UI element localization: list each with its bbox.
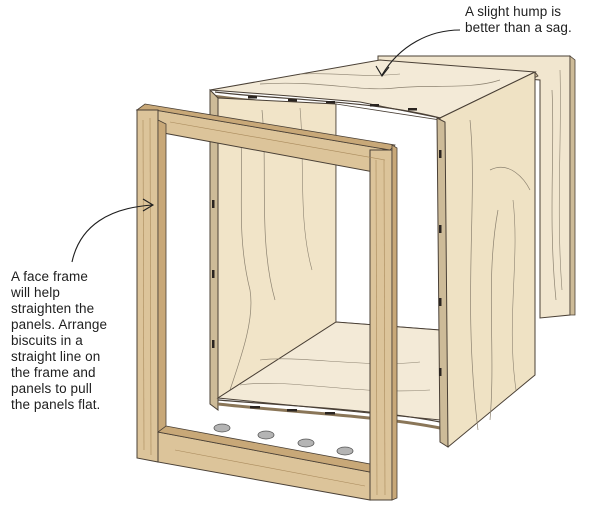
face-frame	[135, 103, 398, 501]
top-callout-arrowhead-icon	[375, 65, 390, 77]
top-callout-arrow	[381, 29, 461, 76]
left-callout-arrowhead-icon	[142, 198, 155, 212]
back-panel	[377, 55, 576, 319]
face-frame-callout-text: A face frame will help straighten the pa…	[11, 269, 108, 412]
left-callout-arrow	[71, 204, 153, 263]
biscuits	[213, 423, 354, 456]
callout-arrows	[71, 29, 461, 263]
top-callout-text: A slight hump is better than a sag.	[465, 4, 572, 35]
right-side-panel	[436, 71, 536, 448]
